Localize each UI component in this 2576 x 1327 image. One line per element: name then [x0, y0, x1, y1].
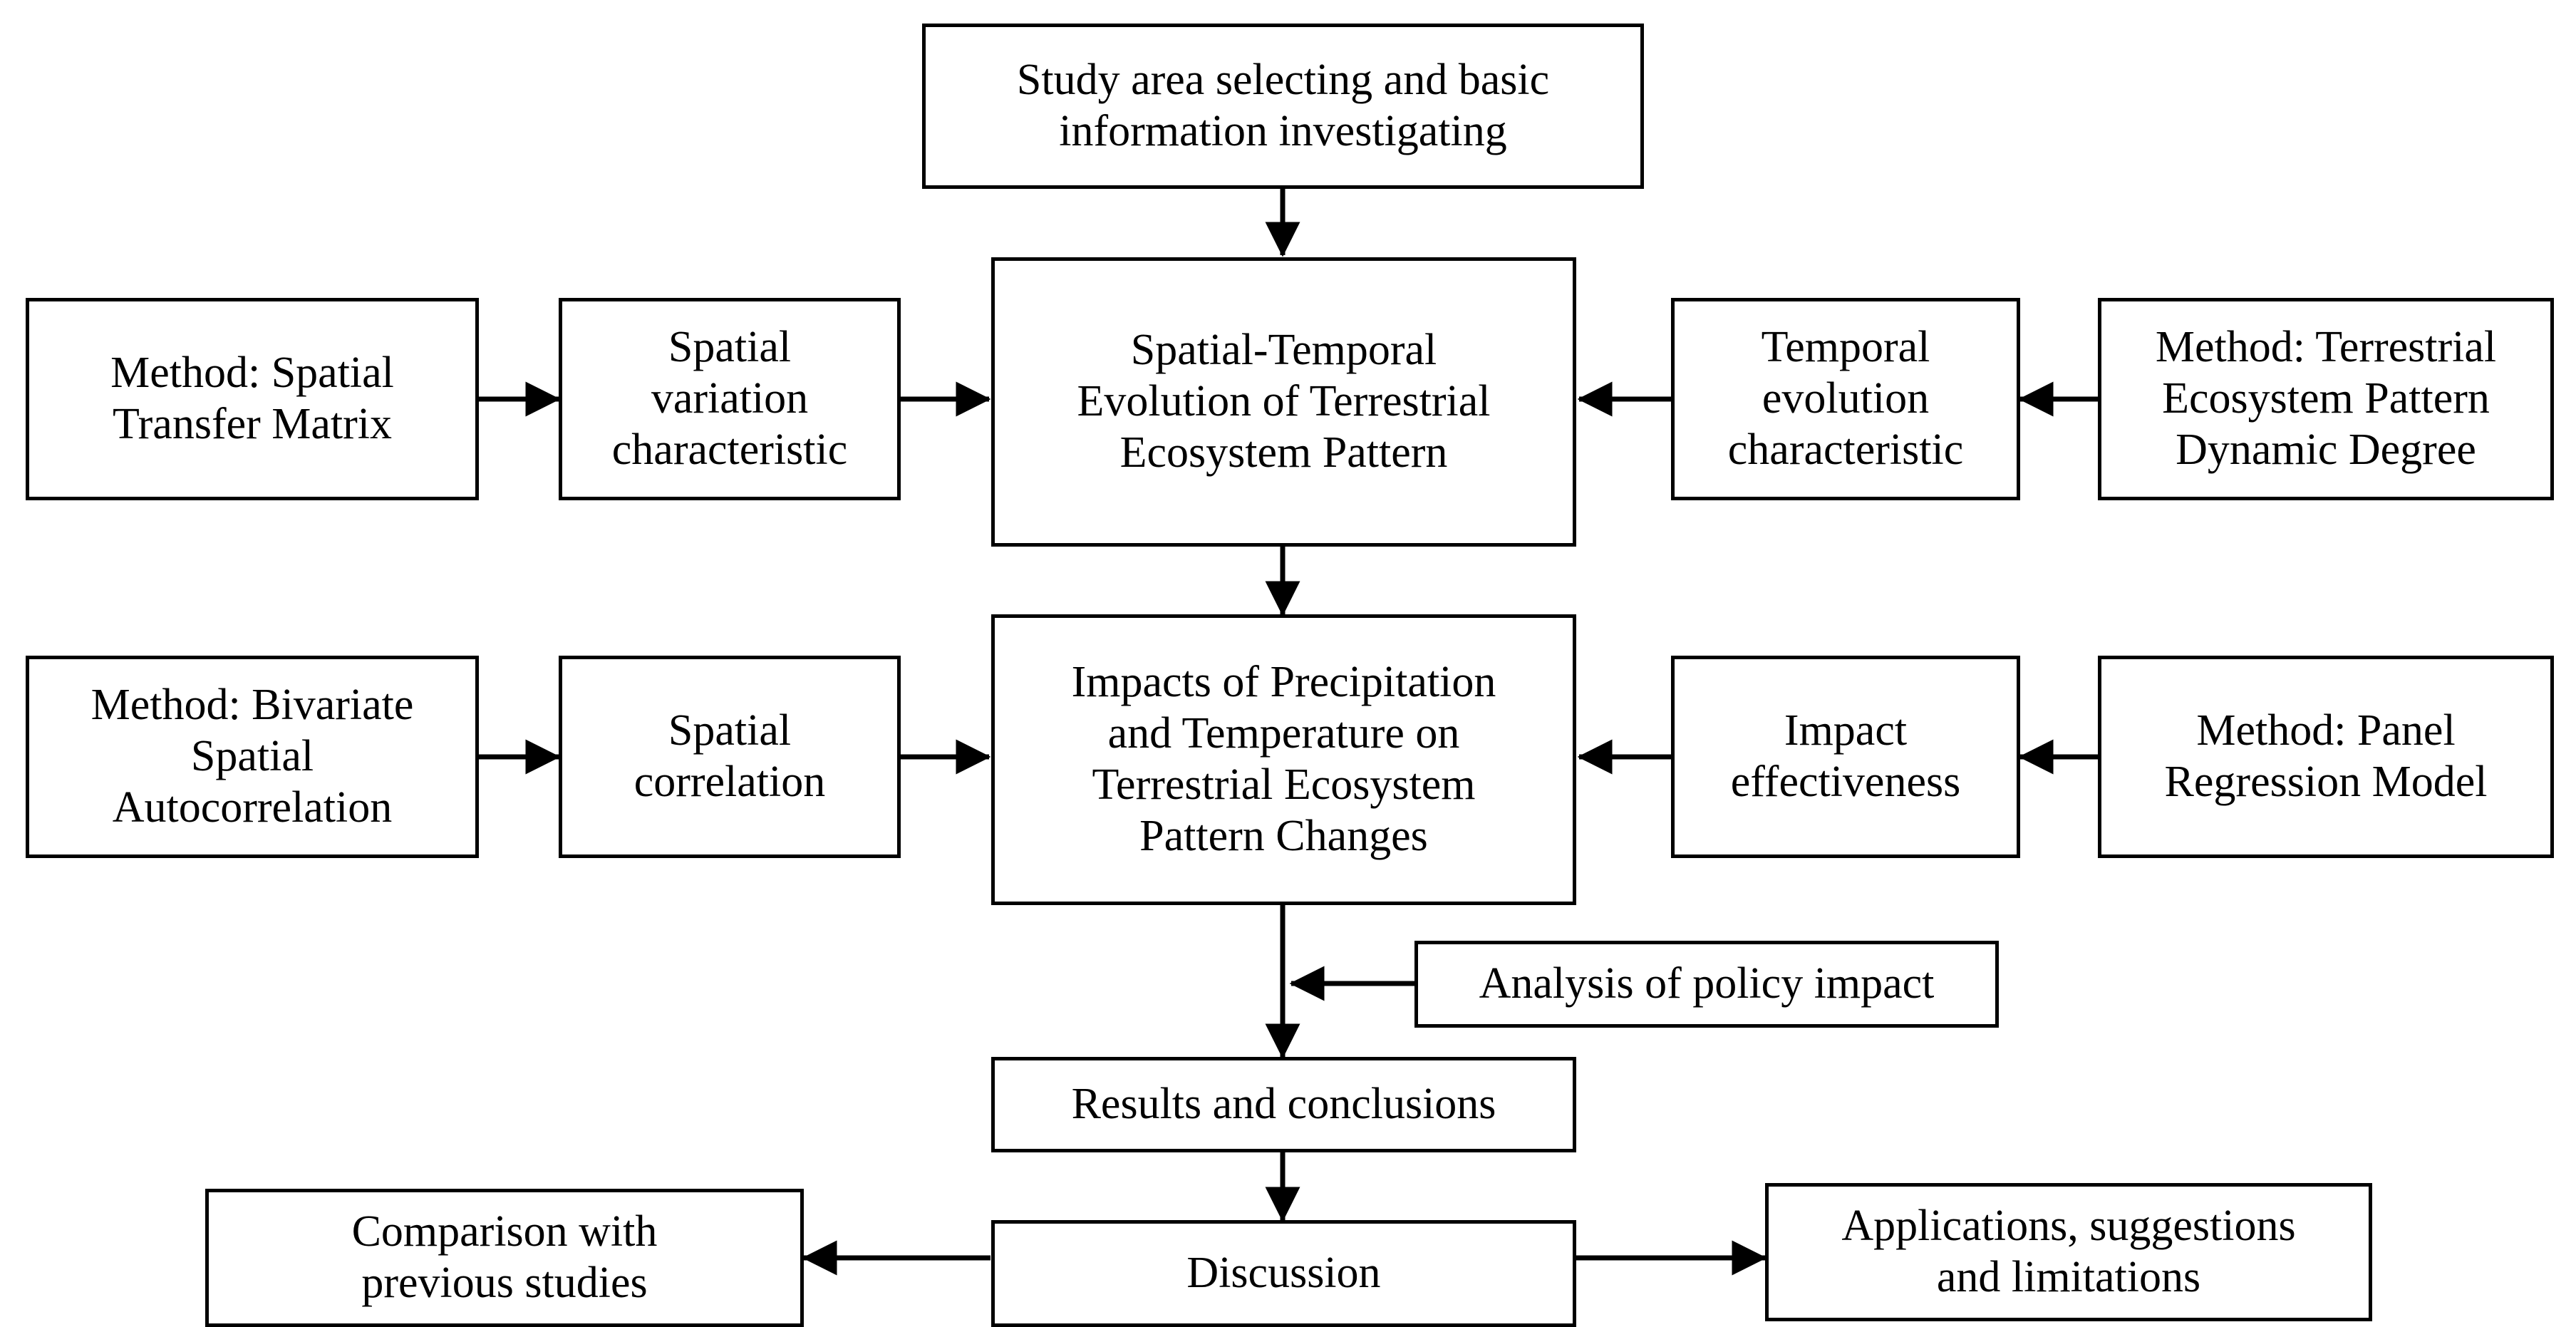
node-temporal-evolution-characteristic-label: Temporal evolution characteristic [1727, 323, 1964, 474]
node-method-panel-regression-label: Method: Panel Regression Model [2164, 706, 2488, 806]
node-comparison-previous-studies-label: Comparison with previous studies [351, 1207, 658, 1307]
node-spatial-temporal-evolution[interactable]: Spatial-Temporal Evolution of Terrestria… [991, 257, 1576, 547]
node-method-panel-regression[interactable]: Method: Panel Regression Model [2098, 656, 2554, 858]
node-discussion-label: Discussion [1186, 1249, 1381, 1298]
node-study-area[interactable]: Study area selecting and basic informati… [922, 24, 1644, 189]
node-spatial-variation-characteristic[interactable]: Spatial variation characteristic [559, 298, 901, 500]
node-temporal-evolution-characteristic[interactable]: Temporal evolution characteristic [1671, 298, 2020, 500]
node-analysis-policy-impact-label: Analysis of policy impact [1479, 959, 1935, 1008]
node-method-bivariate-autocorrelation[interactable]: Method: Bivariate Spatial Autocorrelatio… [26, 656, 479, 858]
node-method-dynamic-degree[interactable]: Method: Terrestrial Ecosystem Pattern Dy… [2098, 298, 2554, 500]
node-impact-effectiveness[interactable]: Impact effectiveness [1671, 656, 2020, 858]
node-study-area-label: Study area selecting and basic informati… [1016, 56, 1550, 155]
node-results-and-conclusions[interactable]: Results and conclusions [991, 1057, 1576, 1152]
node-impact-effectiveness-label: Impact effectiveness [1730, 706, 1961, 806]
node-spatial-variation-characteristic-label: Spatial variation characteristic [611, 323, 848, 474]
node-method-spatial-transfer-matrix[interactable]: Method: Spatial Transfer Matrix [26, 298, 479, 500]
node-spatial-correlation[interactable]: Spatial correlation [559, 656, 901, 858]
node-applications-suggestions[interactable]: Applications, suggestions and limitation… [1765, 1183, 2372, 1321]
node-analysis-policy-impact[interactable]: Analysis of policy impact [1414, 941, 1999, 1028]
node-method-dynamic-degree-label: Method: Terrestrial Ecosystem Pattern Dy… [2155, 323, 2497, 474]
node-method-bivariate-autocorrelation-label: Method: Bivariate Spatial Autocorrelatio… [90, 681, 414, 832]
node-results-and-conclusions-label: Results and conclusions [1071, 1080, 1496, 1129]
node-spatial-correlation-label: Spatial correlation [633, 706, 826, 806]
node-discussion[interactable]: Discussion [991, 1220, 1576, 1327]
node-method-spatial-transfer-matrix-label: Method: Spatial Transfer Matrix [110, 348, 394, 448]
node-spatial-temporal-evolution-label: Spatial-Temporal Evolution of Terrestria… [1077, 326, 1491, 477]
node-applications-suggestions-label: Applications, suggestions and limitation… [1841, 1202, 2296, 1301]
node-impacts-precipitation-temperature[interactable]: Impacts of Precipitation and Temperature… [991, 614, 1576, 905]
node-comparison-previous-studies[interactable]: Comparison with previous studies [205, 1189, 804, 1327]
node-impacts-precipitation-temperature-label: Impacts of Precipitation and Temperature… [1071, 658, 1496, 860]
